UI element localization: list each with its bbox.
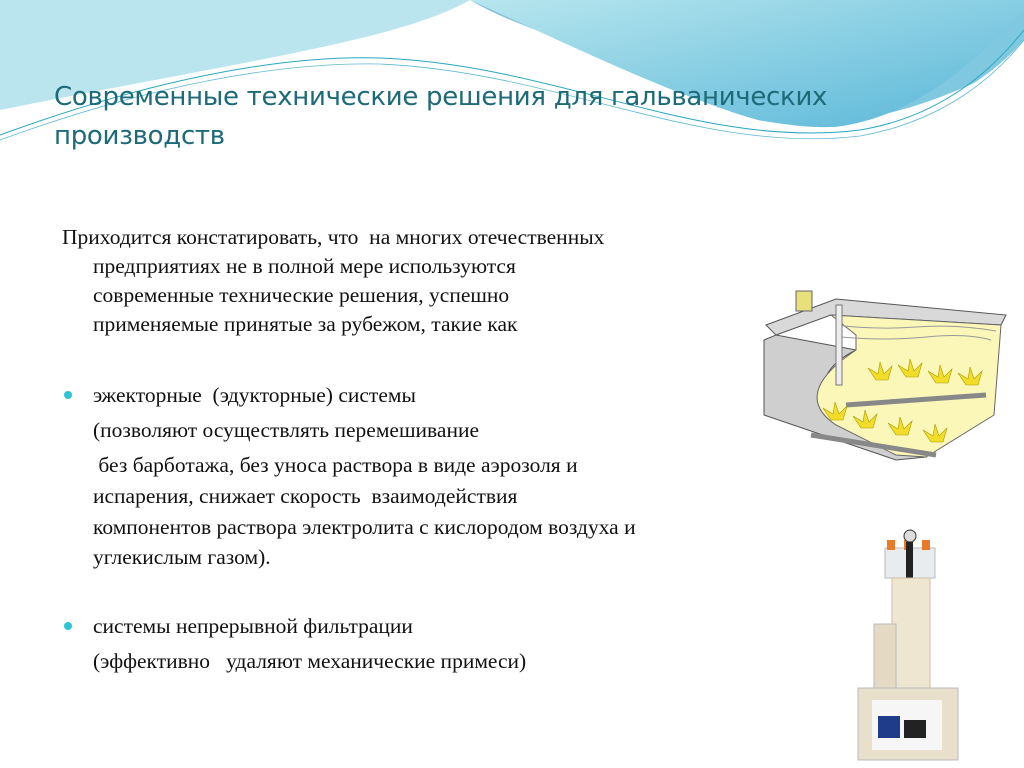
bullet-heading: эжекторные (эдукторные) системы bbox=[93, 383, 416, 407]
intro-line: предприятиях не в полной мере используют… bbox=[93, 254, 516, 278]
bullet-text-line: компонентов раствора электролита с кисло… bbox=[93, 515, 636, 539]
intro-line: современные технические решения, успешно bbox=[93, 283, 510, 307]
intro-line: применяемые принятые за рубежом, такие к… bbox=[93, 312, 518, 336]
filtration-unit-photo bbox=[857, 529, 959, 761]
bullet-icon bbox=[64, 391, 72, 399]
bullet-icon bbox=[64, 622, 72, 630]
bullet-text-line: без барботажа, без уноса раствора в виде… bbox=[93, 453, 578, 477]
eductor-tank-illustration bbox=[763, 290, 1007, 461]
bullet-text-line: углекислым газом). bbox=[93, 545, 271, 569]
title-line-1: Современные технические решения для галь… bbox=[54, 82, 828, 112]
header-wave-decoration bbox=[0, 0, 1024, 142]
bullet-text-line: (эффективно удаляют механические примеси… bbox=[93, 649, 527, 673]
intro-line: Приходится констатировать, что на многих… bbox=[62, 225, 605, 249]
slide-title: Современные технические решения для галь… bbox=[54, 78, 954, 156]
bullet-heading: системы непрерывной фильтрации bbox=[93, 614, 413, 638]
bullet-text-line: (позволяют осуществлять перемешивание bbox=[93, 418, 479, 442]
bullet-text-line: испарения, снижает скорость взаимодейств… bbox=[93, 484, 518, 508]
title-line-2: производств bbox=[54, 121, 225, 151]
